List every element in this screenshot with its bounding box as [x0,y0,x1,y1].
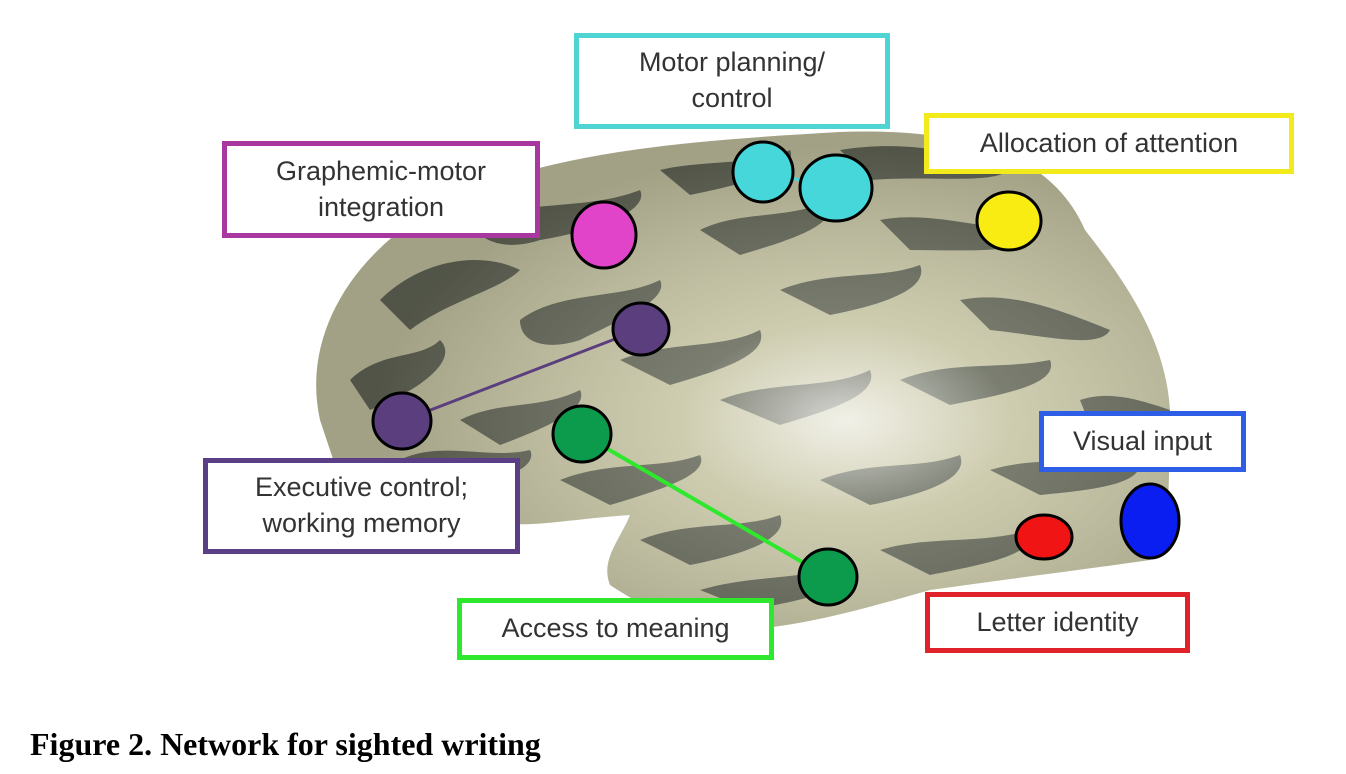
region-meaning-1 [551,404,613,464]
region-executive-2 [371,391,433,451]
executive-connector [401,327,642,423]
region-executive-1 [611,301,671,357]
label-executive: Executive control; working memory [203,458,520,554]
label-motor-planning-line2: control [691,83,773,113]
region-motor-planning-1 [731,140,795,204]
label-letter-identity: Letter identity [925,592,1190,653]
label-motor-planning-line1: Motor planning/ [638,47,826,78]
label-motor-planning: Motor planning/ control [574,33,890,129]
meaning-connector [580,432,830,579]
region-graphemic-motor [570,200,638,270]
label-executive-line1: Executive control; [254,472,469,503]
brain-network-diagram [316,131,1181,631]
region-letter-identity [1014,513,1074,561]
region-meaning-2 [797,547,859,607]
label-executive-line2: working memory [262,508,461,538]
label-attention-text: Allocation of attention [979,127,1239,158]
region-attention [975,190,1043,252]
label-letter-identity-text: Letter identity [976,606,1139,637]
label-visual-input: Visual input [1039,411,1246,472]
label-attention: Allocation of attention [924,113,1294,174]
region-motor-planning-2 [798,153,874,223]
region-visual-input [1119,482,1181,560]
label-meaning-text: Access to meaning [501,613,730,644]
brain-surface [316,131,1171,631]
label-visual-input-text: Visual input [1072,425,1213,456]
label-meaning: Access to meaning [457,598,774,660]
label-graphemic-motor-line2: integration [317,191,445,222]
figure-caption: Figure 2. Network for sighted writing [30,726,541,762]
label-graphemic-motor-line1: Graphemic-motor [275,155,487,186]
label-graphemic-motor: Graphemic-motor integration [222,141,540,238]
